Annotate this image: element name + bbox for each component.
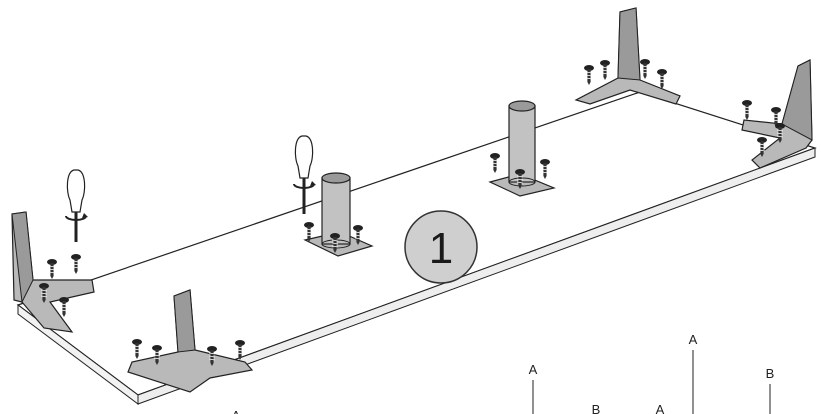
screwdriver-icon (66, 170, 88, 242)
callout-label: A (656, 402, 665, 414)
callout-label: B (766, 366, 775, 381)
screw-icon (657, 69, 667, 89)
corner-bracket-back-right (576, 8, 680, 104)
screw-icon (742, 100, 752, 120)
screw-icon (47, 259, 57, 279)
part-callouts: A B A A B A (232, 332, 775, 414)
screwdriver-icon (294, 136, 316, 214)
callout-label: B (592, 402, 601, 414)
screw-icon (584, 65, 594, 85)
screw-icon (600, 60, 610, 80)
screw-icon (640, 59, 650, 79)
step-number: 1 (429, 224, 453, 273)
step-badge: 1 (405, 211, 477, 283)
callout-label: A (689, 332, 698, 347)
callout-label: A (529, 362, 538, 377)
screw-icon (71, 254, 81, 274)
callout-label: A (232, 408, 241, 414)
